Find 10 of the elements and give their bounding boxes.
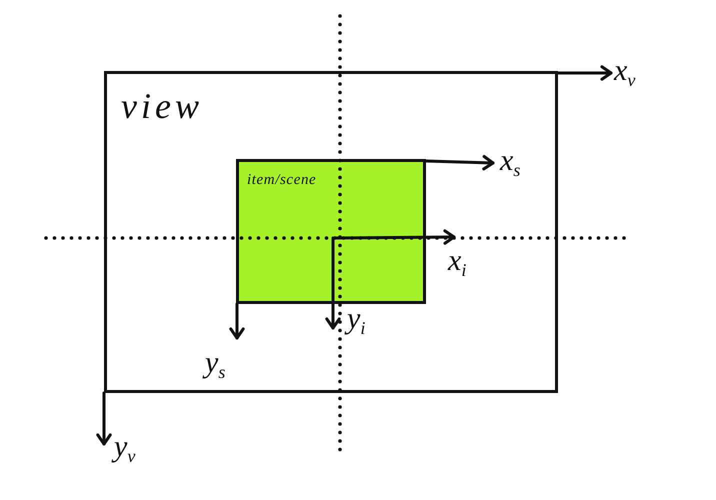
- axis-label: y$_{v}$: [114, 432, 136, 465]
- box-label: item/scene: [247, 173, 316, 188]
- axis-label: x$_{i}$: [448, 246, 466, 279]
- axis-label: x$_{s}$: [500, 146, 520, 179]
- axis-label: y$_{i}$: [347, 304, 366, 337]
- axis-label: x$_{v}$: [614, 56, 636, 89]
- view-box: [104, 71, 558, 393]
- item-box: [236, 159, 426, 304]
- box-label: view: [121, 88, 203, 124]
- axis-label: y$_{s}$: [205, 348, 226, 381]
